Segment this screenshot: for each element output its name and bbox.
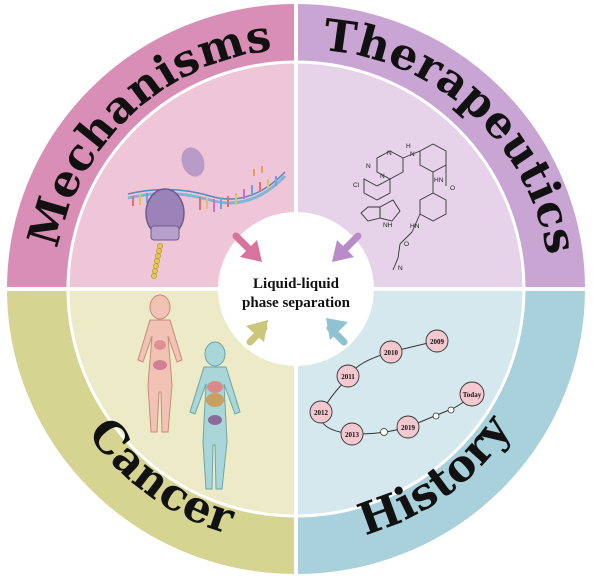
history-inner-segment xyxy=(296,289,524,516)
cancer-inner-segment xyxy=(68,289,296,516)
chemical-structure-illustration xyxy=(360,143,447,271)
therapeutics-arrow-icon xyxy=(332,232,362,262)
mechanisms-inner-segment xyxy=(68,62,296,289)
atom-label: N xyxy=(387,150,392,157)
ribosome-small-subunit-icon xyxy=(181,147,205,177)
female-body-icon xyxy=(137,294,183,433)
organs-icon xyxy=(153,340,224,425)
center-title-line1: Liquid-liquid xyxy=(253,276,340,292)
atom-label: HN xyxy=(410,223,420,230)
timeline-year-labels: 2009 2010 2011 2012 2013 2019 Today xyxy=(314,338,482,439)
inner-ring xyxy=(68,62,524,516)
timeline-small-dots xyxy=(380,406,455,436)
center-title-line2: phase separation xyxy=(242,295,351,311)
atom-label: N xyxy=(398,265,403,272)
timeline-node-2013 xyxy=(340,422,364,446)
male-body-icon xyxy=(189,341,241,490)
timeline-year: 2019 xyxy=(401,424,416,432)
atom-label: O xyxy=(450,185,455,192)
timeline-node-today xyxy=(459,381,485,407)
history-arrow-icon xyxy=(326,318,348,346)
therapeutics-inner-segment xyxy=(296,62,524,289)
timeline-year: 2009 xyxy=(430,338,445,346)
atom-label: N xyxy=(410,151,415,158)
arrows xyxy=(232,232,362,346)
timeline-year: Today xyxy=(463,391,482,399)
atom-label: HN xyxy=(434,177,444,184)
timeline-year: 2010 xyxy=(384,349,399,357)
atom-label: Cl xyxy=(353,182,360,189)
timeline-node-2019 xyxy=(396,415,420,439)
atom-label: H xyxy=(406,143,411,150)
timeline-node-2010 xyxy=(379,340,403,364)
atom-label: O xyxy=(404,241,409,248)
atom-label: NH xyxy=(383,222,393,229)
timeline-year: 2012 xyxy=(314,409,329,417)
timeline-node-2009 xyxy=(425,329,449,353)
human-body-illustration xyxy=(137,294,241,490)
atom-label: N xyxy=(380,173,385,180)
mechanisms-arrow-icon xyxy=(232,232,262,262)
timeline-nodes xyxy=(309,329,485,446)
timeline-node-2011 xyxy=(336,364,360,388)
ribosome-mrna-illustration xyxy=(127,147,287,279)
nucleotide-bars xyxy=(132,166,277,212)
timeline-illustration: 2009 2010 2011 2012 2013 2019 Today xyxy=(309,329,485,446)
peptide-chain-icon xyxy=(151,243,163,279)
cancer-arrow-icon xyxy=(246,320,268,346)
atom-label: N xyxy=(366,163,371,170)
timeline-year: 2013 xyxy=(345,431,360,439)
chemical-atom-labels: N N H N Cl N NH O HN HN O N xyxy=(353,143,455,272)
timeline-year: 2011 xyxy=(341,373,355,381)
timeline-node-2012 xyxy=(309,400,333,424)
